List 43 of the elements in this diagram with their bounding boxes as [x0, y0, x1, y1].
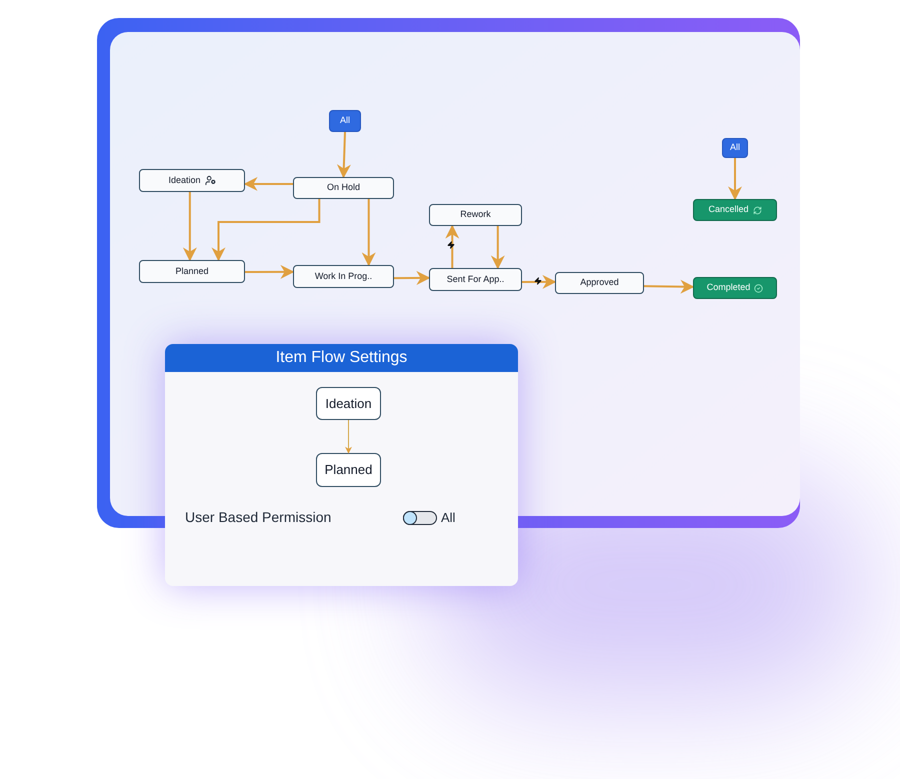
state-box: [722, 138, 748, 158]
state-box: [429, 268, 522, 291]
state-box: [139, 260, 245, 283]
arrow: [245, 264, 294, 279]
permission-label: User Based Permission: [185, 508, 332, 527]
state-box: [693, 277, 777, 299]
panel-title-bar: Item Flow Settings: [165, 344, 518, 372]
arrow: [644, 280, 694, 294]
arrow: [362, 199, 376, 266]
state-label: Cancelled: [708, 203, 749, 216]
arrow: [244, 176, 293, 191]
arrow: [728, 158, 742, 200]
arrow: [445, 224, 460, 268]
state-label: Ideation: [325, 394, 372, 413]
state-label: Work In Prog..: [314, 270, 372, 283]
arrow: [336, 132, 351, 178]
arrow: [182, 192, 197, 262]
state-box: [316, 387, 381, 420]
arrow: [490, 226, 505, 270]
arrow: [345, 420, 352, 454]
state-box: [316, 453, 381, 487]
state-label: Rework: [460, 208, 491, 222]
state-box: [293, 177, 394, 199]
arrow: [212, 199, 320, 262]
state-label: Sent For App..: [446, 272, 504, 286]
arrow: [394, 270, 430, 285]
state-box: [429, 204, 522, 226]
state-label: Completed: [706, 281, 750, 294]
arrow: [522, 274, 556, 289]
state-box: [329, 110, 361, 132]
state-box: [693, 199, 777, 221]
state-box: [555, 272, 644, 294]
state-label: Approved: [580, 276, 619, 290]
state-label: On Hold: [326, 181, 360, 194]
state-label: Planned: [324, 461, 372, 480]
state-label: All: [730, 141, 740, 154]
state-box: [139, 169, 245, 192]
state-label: Ideation: [168, 174, 201, 187]
state-label: Planned: [175, 264, 209, 278]
state-label: All: [340, 114, 350, 128]
settings-panel: [165, 344, 518, 586]
state-box: [293, 265, 394, 288]
toggle-label: All: [441, 508, 456, 527]
